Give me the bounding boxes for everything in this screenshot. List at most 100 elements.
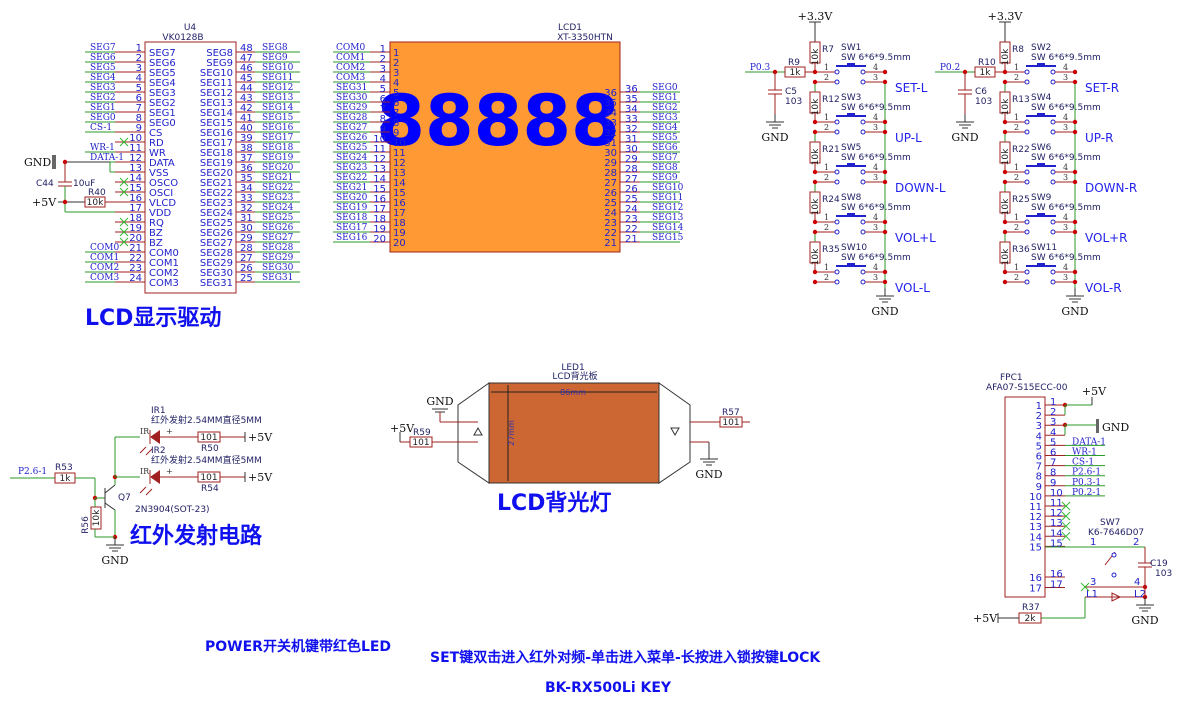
net-label: WR-1 [1072,448,1097,458]
fpc1-pin-number: 1 [1050,397,1056,408]
u4-pin-number: 23 [129,263,142,274]
u4-pin-number: 48 [240,43,253,54]
junction-dot [1072,119,1078,125]
lcd1-pin-number: 35 [625,94,638,105]
switch-contact [860,169,866,175]
switch-pin-2: 2 [824,273,829,282]
u4-pin-name: SEG24 [200,208,233,219]
switch-actuator [1037,163,1045,166]
net-label: COM1 [336,53,365,63]
u4-pin-number: 14 [129,173,142,184]
u4-pin-name: SEG31 [200,278,233,289]
ir-net-label: P2.6-1 [18,467,47,477]
fpc1-pin-number-inner: 2 [1036,411,1042,422]
switch-pin-4: 4 [873,113,878,122]
fpc1-pin-number: 11 [1050,498,1063,509]
fpc1-pin-number: 8 [1050,468,1056,479]
switch-type: SW 6*6*9.5mm [1031,153,1101,163]
series-res-ref: R10 [978,58,996,68]
switch-pin-1: 1 [824,163,829,172]
u4-pin-name: RD [149,138,164,149]
lcd1-pin-number: 34 [625,104,638,115]
net-label: P0.3 [750,63,771,73]
net-label: SEG27 [262,233,294,243]
fpc1-pin-number-inner: 15 [1029,542,1042,553]
switch-actuator [847,163,855,166]
lcd1-pin-number-inner: 30 [604,148,617,159]
u4-pin-name: SEG7 [149,48,176,59]
switch-ref: SW6 [1031,143,1052,153]
fpc1-pin-number-inner: 4 [1036,431,1042,442]
switch-pin-3: 3 [1063,123,1068,132]
ir-led-icon [150,430,160,444]
r56-ref: R56 [81,516,91,534]
switch-pin-2: 2 [824,123,829,132]
net-label: SEG4 [652,123,678,133]
lcd1-pin-number: 32 [625,124,638,135]
u4-pin-name: SEG12 [200,88,233,99]
resistor-ref: R13 [1012,95,1030,105]
ground-label: GND [871,305,898,318]
junction-dot [1072,69,1078,75]
switch-type: SW 6*6*9.5mm [841,53,911,63]
switch-contact [1024,119,1030,125]
net-label: SEG13 [652,213,684,223]
u4-pin-number: 18 [129,213,142,224]
ir-mark: IR [140,467,150,476]
lcd1-pin-number: 18 [373,214,386,225]
net-label: SEG30 [336,93,368,103]
backlight-led-right-icon [670,427,680,437]
lcd1-pin-number-inner: 15 [393,188,406,199]
key-label: UP-L [895,131,922,145]
junction-dot [882,279,888,285]
net-label: SEG8 [652,163,678,173]
net-label: SEG11 [652,193,683,203]
c44-ref: C44 [36,179,54,189]
u4-pin-name: RQ [149,218,164,229]
switch-pin-2: 2 [824,173,829,182]
ir-plus: + [166,467,173,476]
sw7-pin: 1 [1090,537,1096,548]
u4-pin-number: 29 [240,233,253,244]
cap-value: 103 [975,97,992,107]
lcd1-pin-number-inner: 25 [604,198,617,209]
q7-emitter [104,502,116,511]
net-label: SEG14 [652,223,684,233]
switch-actuator [847,263,855,266]
u4-pin-name: SEG3 [149,88,176,99]
gnd-label: GND [426,395,453,408]
u4-pin-number: 3 [136,63,142,74]
junction-dot [1072,129,1078,135]
ir-ref: IR2 [151,446,166,456]
u4-pin-name: SEG5 [149,68,176,79]
lcd1-pin-number-inner: 2 [393,58,399,69]
net-label: SEG2 [652,103,678,113]
lcd1-pin-number: 20 [373,234,386,245]
ground-icon [1096,419,1099,433]
junction-dot [882,219,888,225]
switch-pin-1: 1 [1014,113,1019,122]
net-label: COM3 [336,73,365,83]
u4-pin-number: 4 [136,73,142,84]
lcd1-pin-number: 16 [373,194,386,205]
u4-pin-number: 46 [240,63,253,74]
u4-pin-number: 11 [129,143,142,154]
cap-ref: C6 [975,87,987,97]
fpc1-pin-number-inner: 14 [1029,532,1042,543]
net-label: CS-1 [1072,458,1094,468]
net-label: SEG23 [336,163,368,173]
switch-pin-1: 1 [1014,63,1019,72]
u4-pin-name: SEG22 [200,188,233,199]
switch-contact [860,269,866,275]
net-label: COM1 [90,253,119,263]
u4-pin-number: 35 [240,173,253,184]
junction-dot [1002,269,1008,275]
net-label: SEG27 [336,123,368,133]
sw7-pin: 4 [1134,577,1140,588]
lcd1-pin-number-inner: 11 [393,148,406,159]
switch-actuator [1037,213,1045,216]
lcd1-pin-number: 17 [373,204,386,215]
lcd1-pin-number-inner: 28 [604,168,617,179]
junction-dot [882,169,888,175]
sw7-pin: 3 [1090,577,1096,588]
